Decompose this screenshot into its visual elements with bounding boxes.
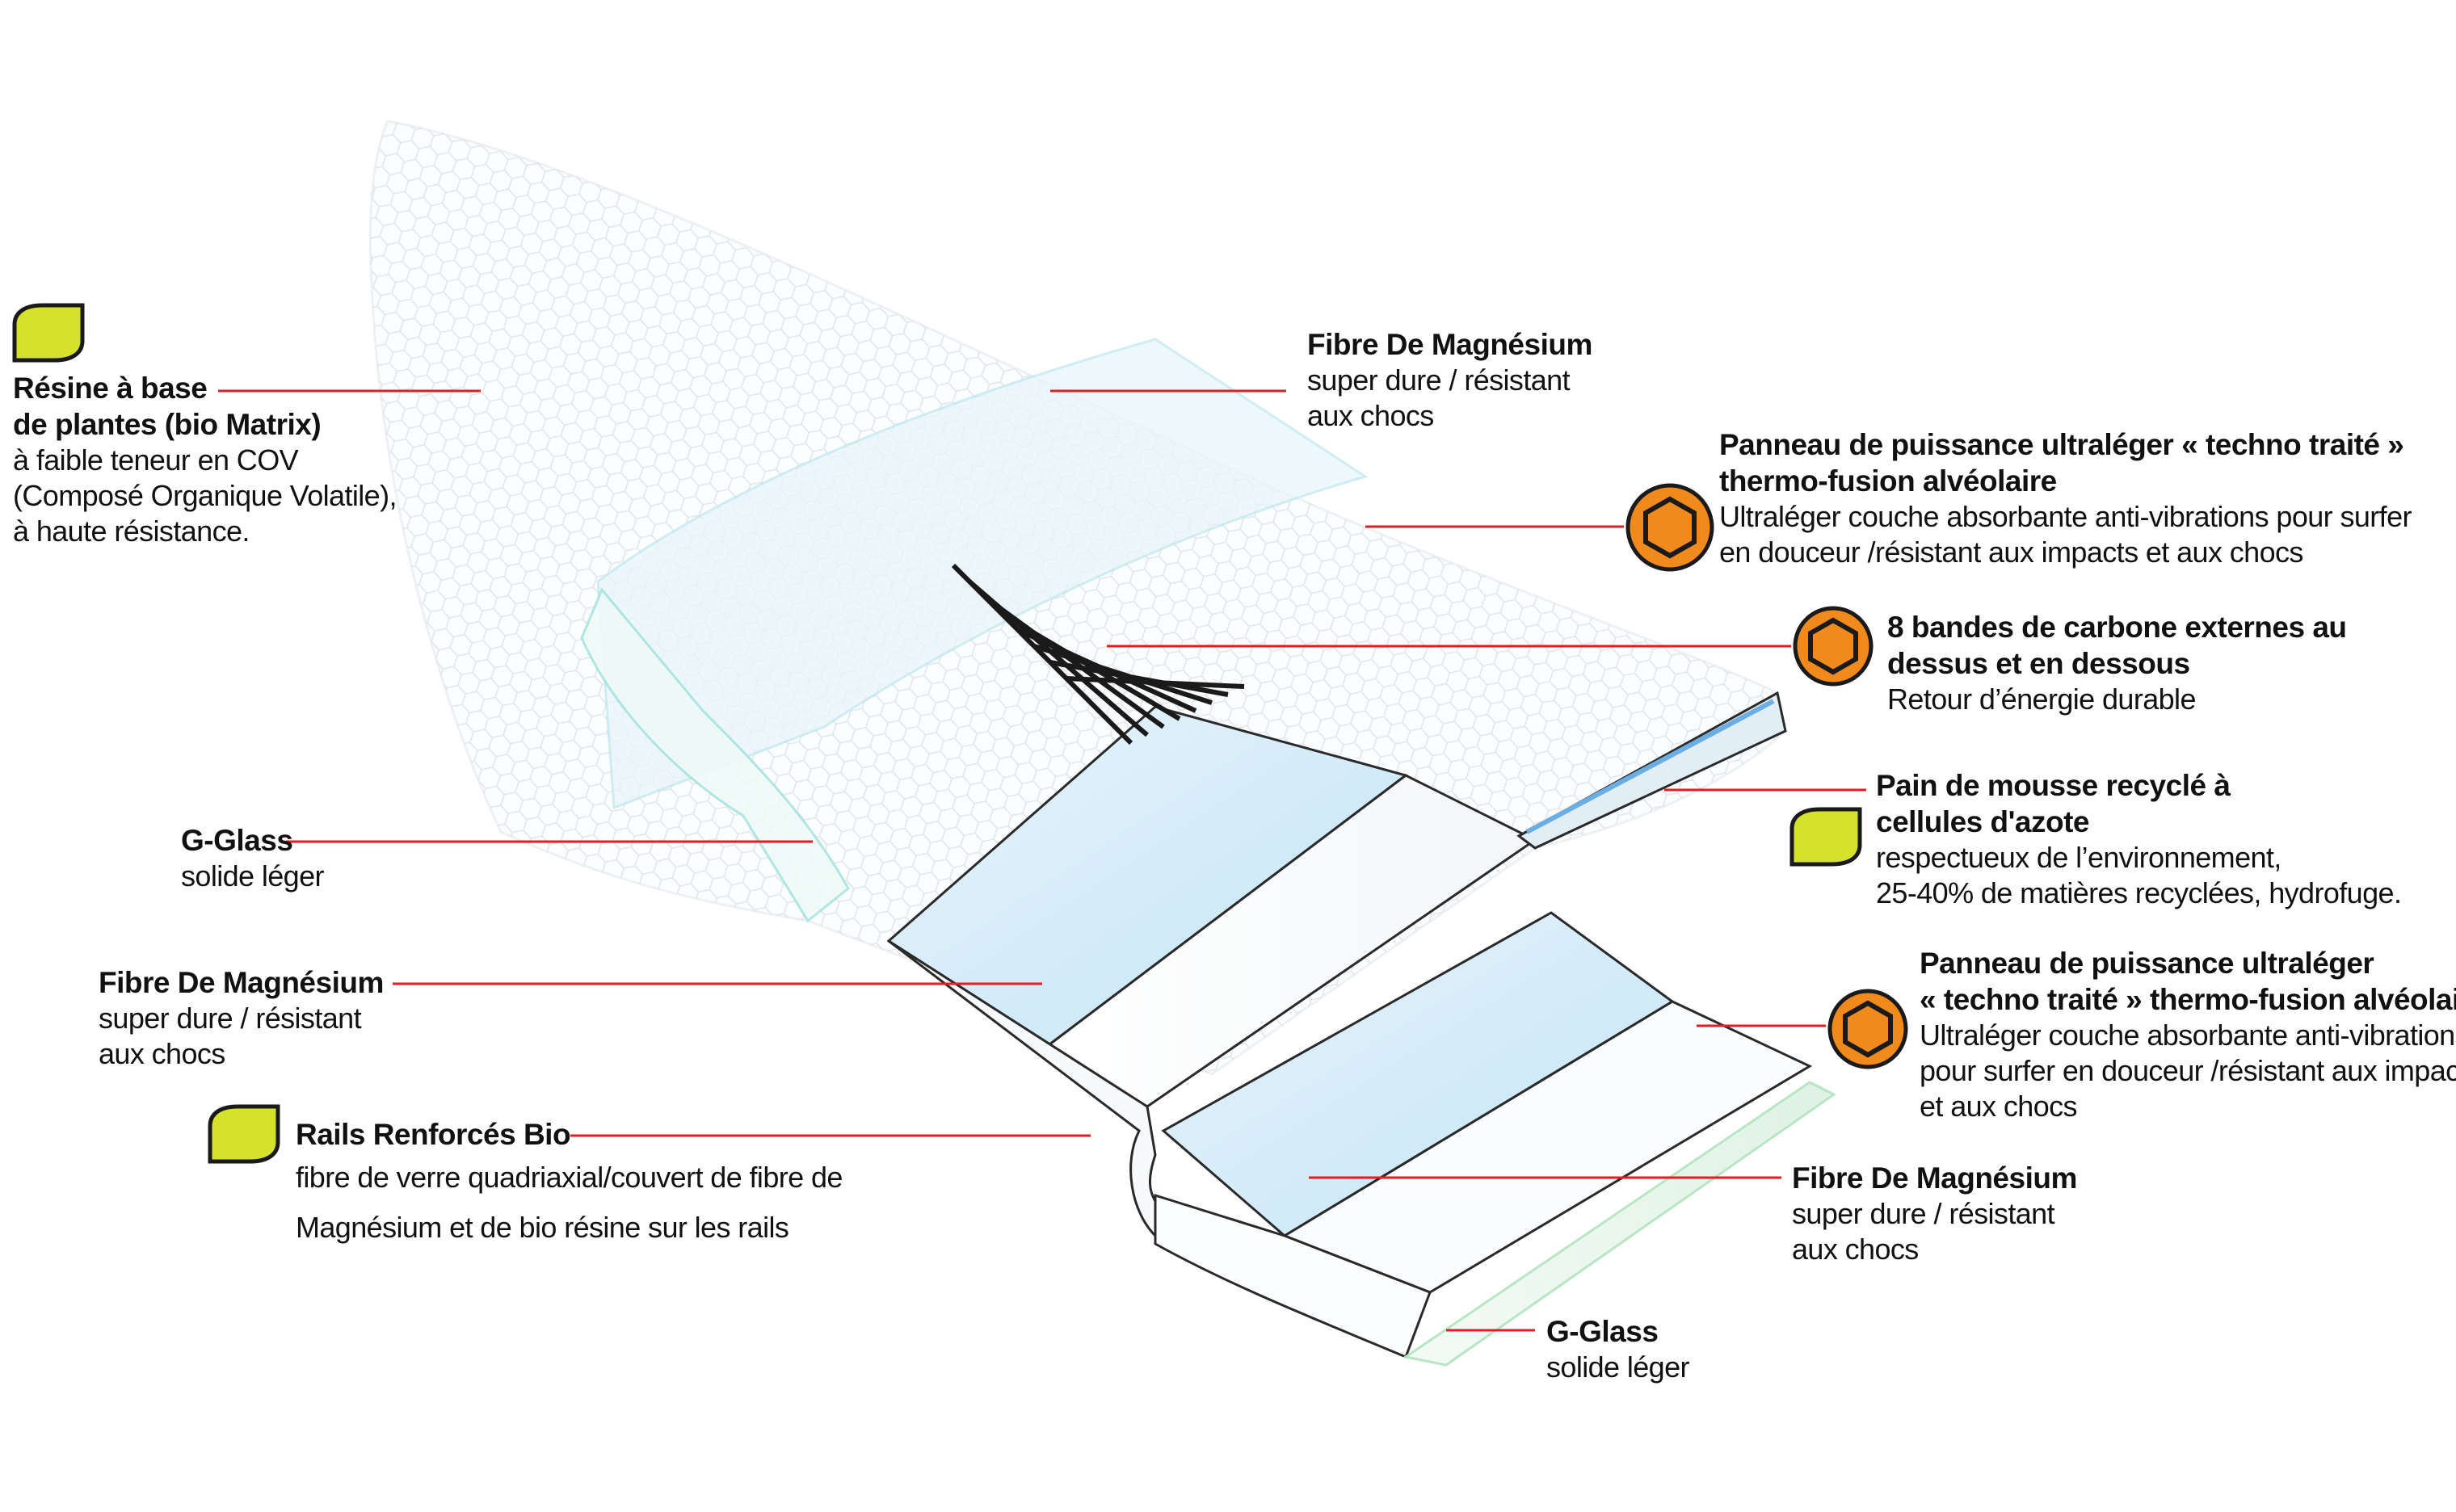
label-resin-desc-2: (Composé Organique Volatile), (13, 479, 397, 512)
leaf-icon (208, 1104, 280, 1164)
label-resin-desc-3: à haute résistance. (13, 514, 250, 548)
label-carbon-desc-1: Retour d’énergie durable (1887, 682, 2196, 716)
label-fibre-bottom-desc-2: aux chocs (1792, 1233, 1919, 1266)
label-panel-top-desc-2: en douceur /résistant aux impacts et aux… (1719, 536, 2303, 569)
label-panel-bottom: Panneau de puissance ultraléger « techno… (1920, 945, 2456, 1124)
magnesium-sheet-top (596, 338, 1369, 810)
label-rails: Rails Renforcés Bio fibre de verre quadr… (296, 1116, 843, 1253)
label-panel-top: Panneau de puissance ultraléger « techno… (1719, 426, 2412, 570)
label-rails-desc-1: fibre de verre quadriaxial/couvert de fi… (296, 1161, 843, 1194)
label-panel-bottom-desc-1: Ultraléger couche absorbante anti-vibrat… (1920, 1018, 2456, 1052)
label-fibre-top-desc-2: aux chocs (1307, 399, 1434, 432)
label-panel-top-title-1: Panneau de puissance ultraléger « techno… (1719, 428, 2404, 461)
glass-sheet-left (580, 587, 850, 923)
label-glass-bottom: G-Glass solide léger (1546, 1313, 1690, 1385)
label-rails-title: Rails Renforcés Bio (296, 1118, 571, 1151)
glass-layer-bottom (1403, 1081, 1836, 1367)
label-fibre-top-desc-1: super dure / résistant (1307, 363, 1571, 397)
label-carbon: 8 bandes de carbone externes au dessus e… (1887, 609, 2347, 717)
label-panel-top-desc-1: Ultraléger couche absorbante anti-vibrat… (1719, 500, 2412, 533)
label-fibre-left-title: Fibre De Magnésium (99, 966, 384, 999)
label-foam-desc-2: 25-40% de matières recyclées, hydrofuge. (1876, 876, 2402, 909)
hexagon-badge-icon (1827, 989, 1908, 1069)
label-foam-desc-1: respectueux de l’environnement, (1876, 841, 2281, 874)
label-carbon-title-2: dessus et en dessous (1887, 647, 2190, 680)
label-panel-bottom-desc-2: pour surfer en douceur /résistant aux im… (1920, 1054, 2456, 1087)
hexagon-badge-icon (1625, 483, 1714, 572)
label-fibre-left: Fibre De Magnésium super dure / résistan… (99, 964, 384, 1072)
label-fibre-top: Fibre De Magnésium super dure / résistan… (1307, 326, 1592, 434)
label-glass-bottom-desc: solide léger (1546, 1350, 1690, 1384)
label-rails-desc-2: Magnésium et de bio résine sur les rails (296, 1211, 789, 1244)
label-panel-top-title-2: thermo-fusion alvéolaire (1719, 464, 2057, 498)
label-resin: Résine à base de plantes (bio Matrix) à … (13, 370, 397, 549)
leaf-icon (12, 303, 85, 363)
label-foam-title-2: cellules d'azote (1876, 805, 2090, 838)
label-carbon-title-1: 8 bandes de carbone externes au (1887, 611, 2347, 644)
leaf-icon (1789, 807, 1862, 867)
label-panel-bottom-title-1: Panneau de puissance ultraléger (1920, 947, 2374, 980)
label-foam: Pain de mousse recyclé à cellules d'azot… (1876, 767, 2402, 911)
label-glass-left-title: G-Glass (181, 824, 293, 857)
label-fibre-bottom: Fibre De Magnésium super dure / résistan… (1792, 1160, 2077, 1267)
hexagon-badge-icon (1793, 606, 1874, 687)
label-glass-left: G-Glass solide léger (181, 822, 325, 894)
label-glass-bottom-title: G-Glass (1546, 1315, 1659, 1348)
label-fibre-bottom-desc-1: super dure / résistant (1792, 1197, 2055, 1230)
label-fibre-left-desc-1: super dure / résistant (99, 1002, 362, 1035)
label-glass-left-desc: solide léger (181, 859, 325, 892)
fibre-layer-bottom (1154, 1193, 1432, 1359)
label-resin-desc-1: à faible teneur en COV (13, 443, 299, 477)
label-fibre-top-title: Fibre De Magnésium (1307, 328, 1592, 361)
label-resin-title-1: Résine à base (13, 372, 208, 405)
label-panel-bottom-desc-3: et aux chocs (1920, 1090, 2078, 1123)
label-resin-title-2: de plantes (bio Matrix) (13, 408, 322, 441)
label-foam-title-1: Pain de mousse recyclé à (1876, 769, 2231, 802)
label-panel-bottom-title-2: « techno traité » thermo-fusion alvéolai… (1920, 983, 2456, 1016)
label-fibre-bottom-title: Fibre De Magnésium (1792, 1161, 2077, 1195)
label-fibre-left-desc-2: aux chocs (99, 1037, 225, 1070)
carbon-bands (951, 563, 1245, 746)
